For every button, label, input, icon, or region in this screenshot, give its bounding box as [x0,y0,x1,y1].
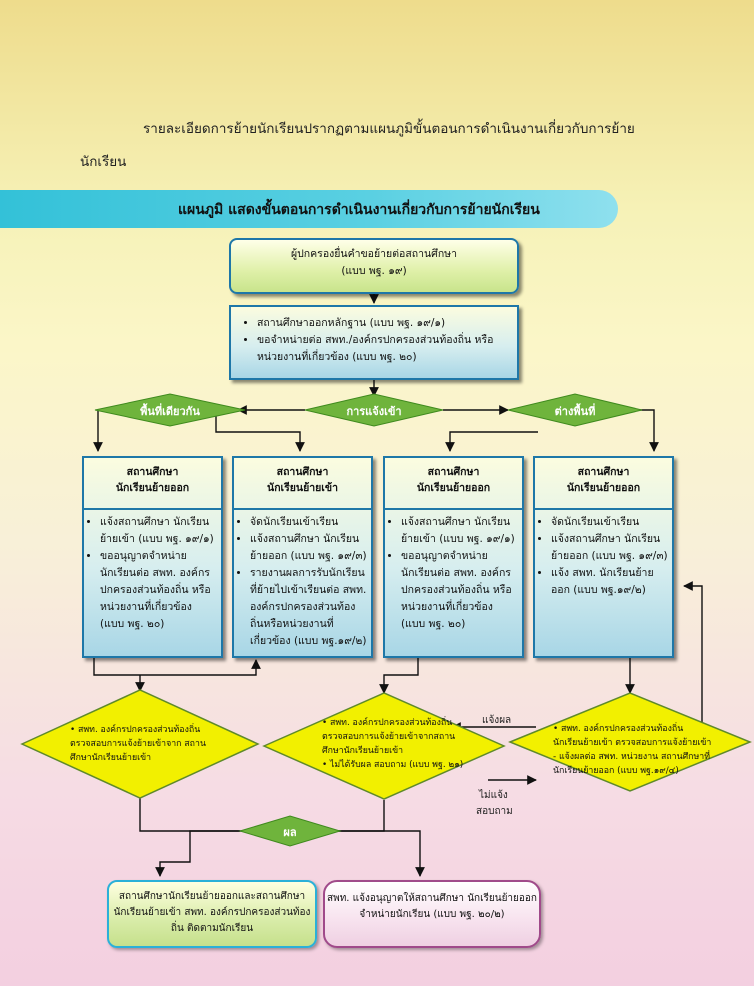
note-inquiry: สอบถาม [476,806,513,817]
step1-bullet-1: สถานศึกษาออกหลักฐาน (แบบ พฐ. ๑๙/๑) [257,315,509,332]
d3-text-a: สพท. องค์กรปกครองส่วนท้องถิ่นนักเรียนย้า… [553,724,712,748]
col1-head-1: สถานศึกษา [126,466,179,478]
intro-line-1: รายละเอียดการย้ายนักเรียนปรากฏตามแผนภูมิ… [143,121,635,137]
branch-label-other-area: ต่างพื้นที่ [554,405,596,418]
step1-bullet-2: ขอจำหน่ายต่อ สพท./องค์กรปกครองส่วนท้องถิ… [257,332,509,366]
result-label: ผล [283,826,297,839]
d2-text-b: ไม่ได้รับผล สอบถาม (แบบ พฐ. ๒๑) [330,760,464,770]
outcome-follow-student: สถานศึกษานักเรียนย้ายออกและสถานศึกษานักเ… [107,880,317,948]
d2-text-a: สพท. องค์กรปกครองส่วนท้องถิ่น ตรวจสอบการ… [322,718,456,756]
intro-line-2: นักเรียน [80,154,127,170]
arrow-result-out2 [330,830,425,877]
col4-bullet-2: แจ้งสถานศึกษา นักเรียนย้ายออก (แบบ พฐ. ๑… [551,531,668,565]
check-diamond-2 [262,692,506,800]
col4-head-1: สถานศึกษา [577,466,630,478]
branch-label-same-area: พื้นที่เดียวกัน [140,405,200,418]
col-school-other-area-2: สถานศึกษานักเรียนย้ายออก จัดนักเรียนเข้า… [533,456,674,658]
check-diamond-1-text: • สพท. องค์กรปกครองส่วนท้องถิ่น ตรวจสอบก… [70,725,206,763]
col-school-out-other-area: สถานศึกษานักเรียนย้ายออก แจ้งสถานศึกษา น… [383,456,524,658]
decision-other-area [507,393,643,427]
col3-head-1: สถานศึกษา [427,466,480,478]
col3-head-2: นักเรียนย้ายออก [416,482,491,494]
arrow-right-col4 [638,409,659,452]
col4-bullet-3: แจ้ง สพท. นักเรียนย้ายออก (แบบ พฐ.๑๙/๒) [551,565,668,599]
col2-bullet-2: แจ้งสถานศึกษา นักเรียนย้ายออก (แบบ พฐ. ๑… [250,531,367,565]
chart-title-bar: แผนภูมิ แสดงขั้นตอนการดำเนินงานเกี่ยวกับ… [0,190,618,228]
col4-head-2: นักเรียนย้ายออก [566,482,641,494]
arrow-result-out1 [155,830,240,877]
line-col1-col2-merge [93,658,261,676]
start-box: ผู้ปกครองยื่นคำขอย้ายต่อสถานศึกษา (แบบ พ… [229,238,519,294]
arrow-col3-d2 [379,658,419,694]
chart-title: แผนภูมิ แสดงขั้นตอนการดำเนินงานเกี่ยวกับ… [178,202,540,218]
col2-head-2: นักเรียนย้ายเข้า [267,482,338,494]
d1-text: สพท. องค์กรปกครองส่วนท้องถิ่น ตรวจสอบการ… [70,725,206,763]
col2-head-1: สถานศึกษา [276,466,329,478]
decision-result [238,815,342,847]
col1-bullet-1: แจ้งสถานศึกษา นักเรียนย้ายเข้า (แบบ พฐ. … [100,514,217,548]
issue-evidence-box: สถานศึกษาออกหลักฐาน (แบบ พฐ. ๑๙/๑) ขอจำห… [229,305,519,380]
check-diamond-3 [508,692,752,792]
col1-head-2: นักเรียนย้ายออก [115,482,190,494]
check-diamond-1 [20,689,260,799]
check-diamond-3-text: • สพท. องค์กรปกครองส่วนท้องถิ่นนักเรียนย… [553,724,712,776]
col3-bullet-1: แจ้งสถานศึกษา นักเรียนย้ายเข้า (แบบ พฐ. … [401,514,518,548]
col1-bullet-2: ขออนุญาตจำหน่ายนักเรียนต่อ สพท. องค์กรปก… [100,548,217,633]
outcome-approve-removal: สพท. แจ้งอนุญาตให้สถานศึกษา นักเรียนย้าย… [323,880,541,948]
col-school-out-same-area: สถานศึกษานักเรียนย้ายออก แจ้งสถานศึกษา น… [82,456,223,658]
d3-text-b: แจ้งผลต่อ สพท. หน่วยงาน สถานศึกษาที่นักเ… [553,752,711,776]
col2-bullet-3: รายงานผลการรับนักเรียนที่ย้ายไปเข้าเรียน… [250,565,367,650]
decision-same-area [94,393,246,427]
note-report: แจ้งผล [482,715,512,726]
arrow-right-col3 [445,431,538,452]
arrow-d3-col4 [683,581,703,735]
col-school-in-same-area: สถานศึกษานักเรียนย้ายเข้า จัดนักเรียนเข้… [232,456,373,658]
col4-bullet-1: จัดนักเรียนเข้าเรียน [551,514,668,531]
check-diamond-2-text: • สพท. องค์กรปกครองส่วนท้องถิ่น ตรวจสอบก… [322,718,464,770]
note-noreport: ไม่แจ้ง [479,790,508,801]
branch-label-report-in: การแจ้งเข้า [346,405,402,418]
col3-bullet-2: ขออนุญาตจำหน่ายนักเรียนต่อ สพท. องค์กรปก… [401,548,518,633]
start-line-2: (แบบ พฐ. ๑๙) [341,265,407,277]
decision-report-in [304,393,444,427]
col2-bullet-1: จัดนักเรียนเข้าเรียน [250,514,367,531]
start-line-1: ผู้ปกครองยื่นคำขอย้ายต่อสถานศึกษา [290,248,457,260]
